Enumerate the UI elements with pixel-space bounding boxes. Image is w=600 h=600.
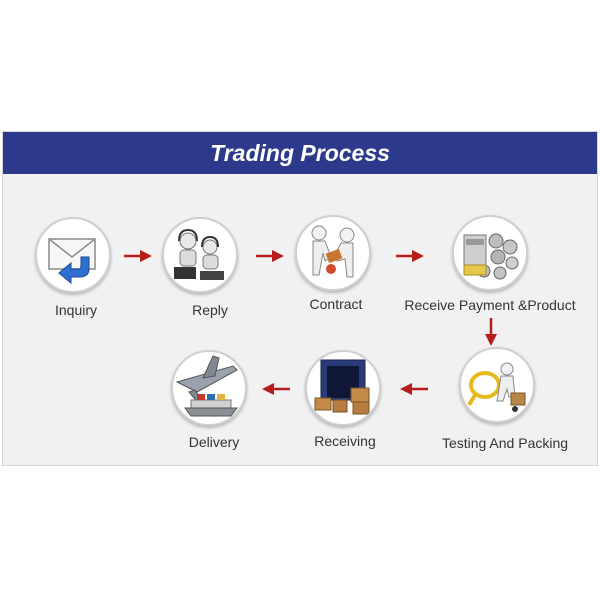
airplane-ship-icon xyxy=(175,355,238,417)
handshake-figures-icon xyxy=(311,225,355,278)
inspection-packing-icon xyxy=(467,362,526,412)
page-title: Trading Process xyxy=(210,140,390,166)
envelope-arrow-icon xyxy=(48,238,96,285)
step-inquiry-circle xyxy=(35,217,111,293)
coins-money-icon xyxy=(463,233,519,280)
arrow-payment-to-testing xyxy=(485,318,497,346)
step-reply-circle xyxy=(162,217,238,293)
step-label-receiving: Receiving xyxy=(314,433,376,449)
step-payment-circle xyxy=(452,215,528,291)
arrow-testing-to-receiving xyxy=(400,383,428,395)
step-label-testing: Testing And Packing xyxy=(441,435,569,451)
step-receiving-circle xyxy=(305,350,381,426)
step-contract-circle xyxy=(295,215,371,291)
trading-process-panel: Trading Process xyxy=(2,131,598,466)
step-label-reply: Reply xyxy=(192,302,228,318)
step-label-delivery: Delivery xyxy=(188,434,240,450)
shipping-container-boxes-icon xyxy=(314,359,370,415)
arrow-receiving-to-delivery xyxy=(262,383,290,395)
arrow-reply-to-contract xyxy=(256,250,284,262)
step-label-contract: Contract xyxy=(309,296,363,312)
arrow-inquiry-to-reply xyxy=(124,250,152,262)
step-label-payment: Receive Payment &Product xyxy=(404,297,576,313)
step-testing-circle xyxy=(459,347,535,423)
step-label-inquiry: Inquiry xyxy=(54,302,98,318)
step-delivery-circle xyxy=(171,350,247,426)
customer-service-agents-icon xyxy=(174,228,224,280)
arrow-contract-to-payment xyxy=(396,250,424,262)
header-bar: Trading Process xyxy=(3,132,597,174)
